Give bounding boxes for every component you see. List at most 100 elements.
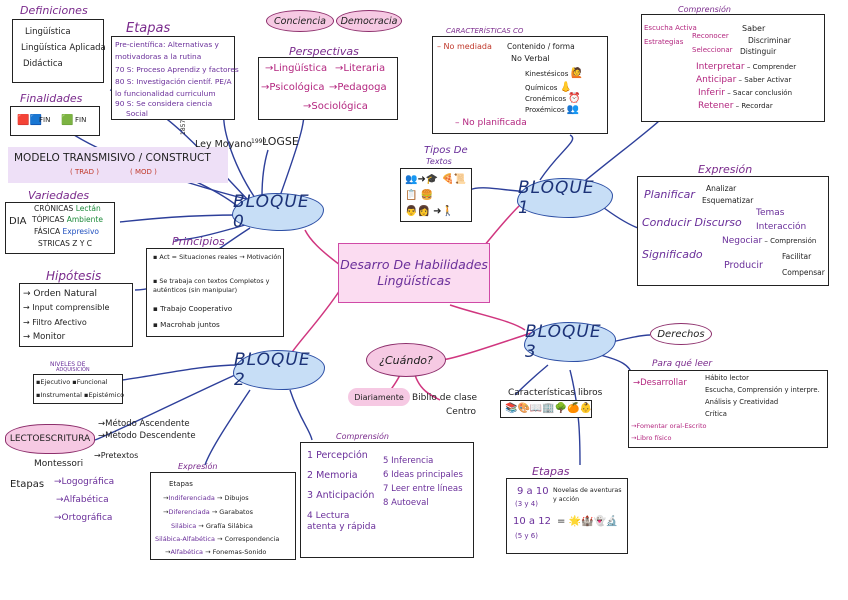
comp-b2-item-3: 3 Anticipación [307, 490, 375, 501]
co-sub-3: Cronémicos ⏰ [525, 93, 581, 104]
tipos-textos-box: 👥➜🎓 🍕📜 📋 🍔 👨‍👩 ➜🚶 [400, 168, 472, 222]
ley-1990-tag: 1990 [251, 138, 267, 145]
cuando-node: ¿Cuándo? [366, 343, 446, 377]
lecto-item-1: →Método Ascendente [98, 419, 190, 429]
lectoescritura-label: LECTOESCRITURA [9, 434, 91, 444]
para-que-desarrollar: →Desarrollar [633, 378, 687, 388]
etapas-b3-rango2: 10 a 12 [513, 516, 551, 527]
co-sub-1: Kinestésicos 🙋 [525, 68, 584, 79]
tipos-textos-icons-3: 👨‍👩 ➜🚶 [405, 206, 454, 217]
lecto-montessori: Montessori [34, 459, 84, 469]
bloque-0-node: BLOQUE 0 [232, 192, 324, 232]
co-no-verbal: No Verbal [511, 54, 550, 63]
comprension-b1-title: Comprensión [678, 5, 731, 14]
niveles-item-2: ▪Instrumental ▪Epistémico [36, 391, 125, 399]
niveles-title-1: NIVELES DE [50, 361, 86, 368]
bloque-2-label: BLOQUE 2 [234, 350, 311, 390]
principios-item-4: ▪ Macrohab juntos [153, 320, 220, 329]
perspectivas-item-3: →Psicológica [261, 82, 325, 93]
etapas-b0-item-5: lo funcionalidad curriculum [115, 89, 216, 98]
diariamente-label: Diariamente [354, 392, 404, 402]
caracteristicas-co-box: – No mediada Contenido / forma No Verbal… [432, 36, 608, 134]
biblio-label: Biblio de clase [412, 393, 478, 403]
cloud-conciencia-label: Conciencia [274, 15, 326, 27]
caract-libros-title: Características libros [508, 388, 603, 398]
caract-libros-box: 📚🎨📖🏢🌳🍊👶 [500, 400, 592, 418]
co-sub-2: Químicos 👃 [525, 82, 573, 93]
modelo-text: MODELO TRANSMISIVO / CONSTRUCT [14, 152, 211, 164]
comp-inferir: Inferir – Sacar conclusión [698, 88, 793, 98]
modelo-sub-trad: ( TRAD ) [70, 168, 99, 176]
variedades-item-1: CRÓNICAS Lectán [34, 204, 101, 213]
principios-item-2: ▪ Se trabaja con textos Completos y auté… [153, 277, 270, 294]
comp-anticipar: Anticipar – Saber Activar [696, 75, 792, 85]
etapas-b0-item-1: Pre-científica: Alternativas y [115, 40, 219, 49]
hipotesis-box: → Orden Natural → Input comprensible → F… [19, 283, 133, 347]
exp-b2-item-2: →Diferenciada → Garabatos [163, 508, 253, 516]
bloque-2-node: BLOQUE 2 [233, 350, 325, 390]
expresion-b2-title: Expresión [178, 462, 218, 471]
comp-discriminar: Discriminar [748, 36, 791, 45]
exp-planificar: Planificar [644, 188, 695, 201]
perspectivas-item-4: →Pedagoga [329, 82, 387, 93]
hipotesis-title: Hipótesis [46, 269, 102, 283]
exp-negociar: Negociar – Comprensión [722, 236, 817, 246]
etapas-b3-rango2-sub: (5 y 6) [515, 532, 538, 540]
tipos-textos-icons-1: 👥➜🎓 🍕📜 [405, 174, 467, 185]
comprension-b2-box: 1 Percepción 2 Memoria 3 Anticipación 4 … [300, 442, 474, 558]
lecto-etapa-2: →Alfabética [56, 495, 109, 505]
derechos-node: Derechos [650, 323, 712, 345]
center-title-line2: Lingüísticas [377, 273, 451, 288]
centro-label: Centro [446, 407, 477, 417]
co-contenido: Contenido / forma [507, 42, 575, 51]
finalidades-icon-2: 🟩 [61, 115, 74, 126]
finalidades-box: 🟥🟦 FIN 🟩 FIN [10, 106, 100, 136]
lecto-item-2: →Método Descendente [98, 431, 196, 441]
comp-estrategias: Estrategias [644, 38, 684, 46]
comp-b2-item-5: 5 Inferencia [383, 456, 434, 466]
etapas-b3-rango1-sub: (3 y 4) [515, 500, 538, 508]
ley-1857-tag: 1857 [180, 119, 187, 135]
comp-interpretar: Interpretar – Comprender [696, 62, 797, 72]
niveles-box: ▪Ejecutivo ▪Funcional ▪Instrumental ▪Epi… [33, 374, 125, 404]
variedades-title: Variedades [28, 189, 90, 202]
cuando-label: ¿Cuándo? [379, 353, 433, 367]
derechos-label: Derechos [657, 328, 705, 340]
comp-escucha: Escucha Activa [644, 24, 697, 32]
etapas-b0-item-6: 90 S: Se considera ciencia [115, 99, 213, 108]
comp-seleccionar: Seleccionar [692, 46, 733, 54]
comp-saber: Saber [742, 24, 766, 33]
etapas-b0-item-2: motivadoras a la rutina [115, 52, 202, 61]
finalidades-item-1: FIN [39, 116, 51, 124]
cloud-democracia-label: Democracia [340, 15, 398, 27]
bloque-3-label: BLOQUE 3 [525, 322, 602, 362]
exp-significado: Significado [642, 248, 703, 261]
ley-logse: LOGSE [262, 135, 299, 148]
exp-esquematizar: Esquematizar [702, 196, 754, 205]
center-title-line1: Desarro De Habilidades [340, 256, 488, 272]
comp-b2-item-4: 4 Lectura atenta y rápida [307, 511, 377, 532]
definiciones-item-2: Lingüística Aplicada [21, 43, 106, 53]
variedades-item-3: FÁSICA Expresivo [34, 227, 99, 236]
etapas-b0-title: Etapas [126, 21, 171, 36]
caracteristicas-co-title: CARACTERÍSTICAS CO [446, 27, 524, 35]
etapas-b0-item-7: Social [126, 109, 148, 118]
bloque-0-label: BLOQUE 0 [233, 192, 310, 232]
perspectivas-item-5: →Sociológica [303, 101, 368, 112]
exp-b2-item-1: →Indiferenciada → Dibujos [163, 494, 249, 502]
exp-analizar: Analizar [706, 184, 737, 193]
perspectivas-item-1: →Lingüística [265, 63, 328, 74]
perspectivas-box: →Lingüística →Literaria →Psicológica →Pe… [258, 57, 398, 120]
principios-item-3: ▪ Trabajo Cooperativo [153, 304, 233, 313]
exp-conducir: Conducir Discurso [642, 216, 742, 229]
etapas-b3-rango1: 9 a 10 [517, 486, 549, 497]
para-que-fomentar: →Fomentar oral-Escrito [631, 422, 707, 430]
hipotesis-item-4: → Monitor [23, 332, 66, 342]
finalidades-title: Finalidades [20, 92, 83, 105]
perspectivas-item-2: →Literaria [335, 63, 386, 74]
exp-compensar: Compensar [782, 268, 825, 277]
comp-b2-item-6: 6 Ideas principales [383, 470, 463, 480]
modelo-box: MODELO TRANSMISIVO / CONSTRUCT ( TRAD ) … [8, 147, 228, 183]
comp-distinguir: Distinguir [740, 47, 777, 56]
